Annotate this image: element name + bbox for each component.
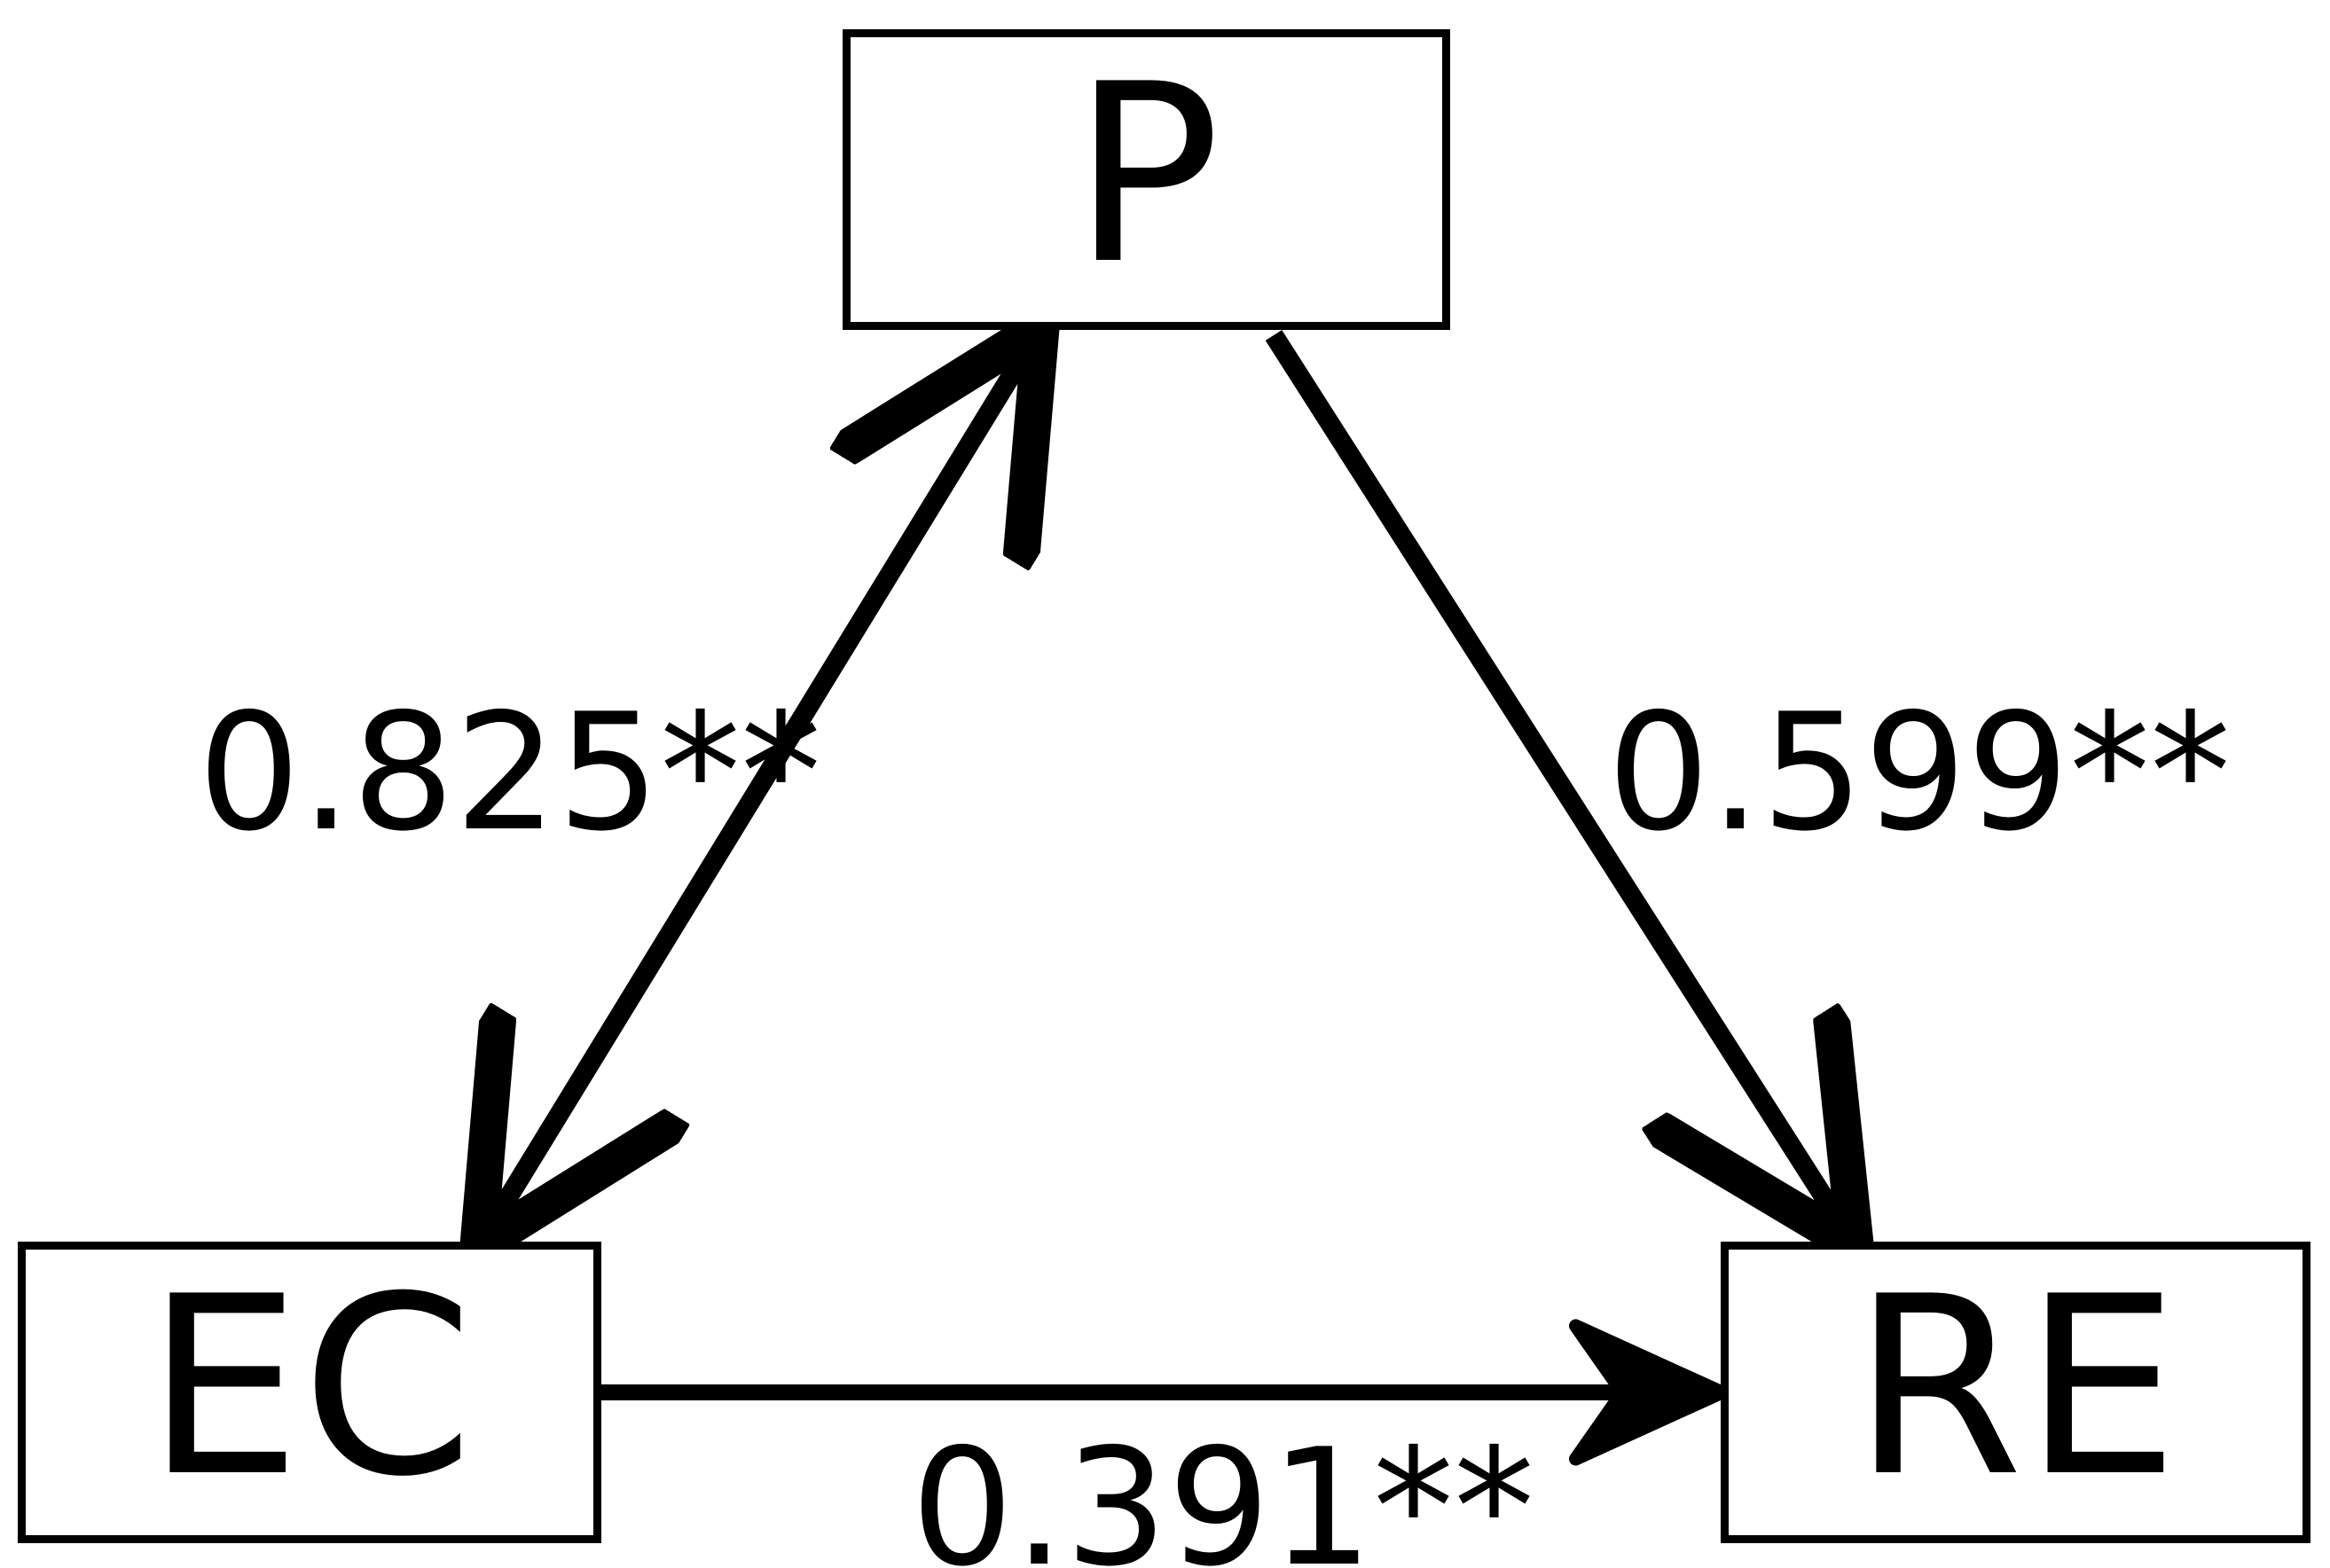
edge-ec-p-line [483,335,1036,1238]
edge-label-ec-re: 0.391** [911,1414,1535,1568]
edge-label-ec-p: 0.825** [198,678,822,866]
edge-p-re-line [1265,330,1850,1238]
node-label-ec: EC [145,1243,474,1531]
node-label-p: P [1071,30,1221,318]
edge-label-p-re: 0.599** [1607,678,2232,866]
node-box-p[interactable]: P [843,29,1450,330]
node-label-re: RE [1852,1243,2179,1531]
node-box-re[interactable]: RE [1721,1242,2310,1543]
node-box-ec[interactable]: EC [18,1242,601,1543]
